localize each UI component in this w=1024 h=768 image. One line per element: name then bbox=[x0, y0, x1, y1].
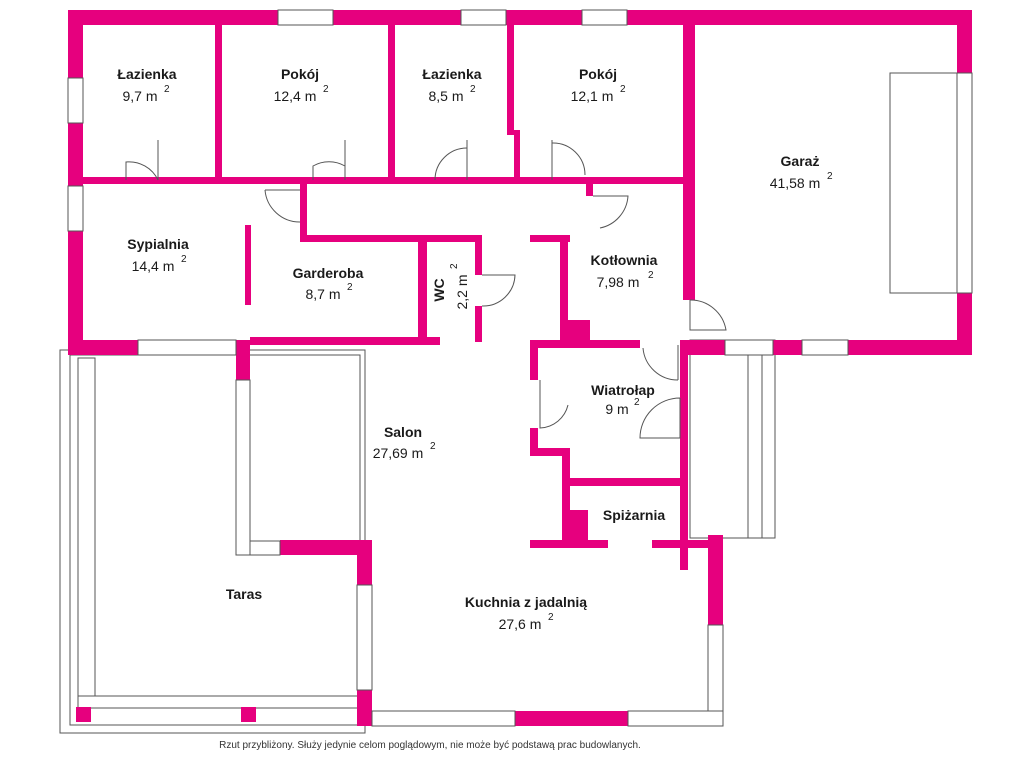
svg-text:41,58 m: 41,58 m bbox=[770, 175, 821, 191]
area-unit: m bbox=[602, 88, 614, 104]
area-unit: m bbox=[146, 88, 158, 104]
room-name: Łazienka bbox=[422, 66, 481, 82]
room-wiatrolap: Wiatrołap 9 m 2 bbox=[591, 382, 655, 417]
unit-exponent: 2 bbox=[548, 612, 554, 623]
unit-exponent: 2 bbox=[164, 84, 170, 95]
room-name: Pokój bbox=[579, 66, 617, 82]
room-name: Spiżarnia bbox=[603, 507, 665, 523]
room-garaz: Garaż 41,58 m 2 bbox=[770, 153, 833, 191]
room-garderoba: Garderoba 8,7 m 2 bbox=[293, 265, 364, 302]
room-kotlownia: Kotłownia 7,98 m 2 bbox=[591, 252, 658, 290]
room-name: Garaż bbox=[781, 153, 820, 169]
svg-text:7,98 m: 7,98 m bbox=[597, 274, 640, 290]
disclaimer-text: Rzut przybliżony. Służy jedynie celom po… bbox=[219, 740, 641, 751]
room-area: 27,6 bbox=[499, 616, 526, 632]
entrance-porch bbox=[689, 339, 776, 539]
area-unit: m bbox=[163, 258, 175, 274]
unit-exponent: 2 bbox=[470, 84, 476, 95]
unit-exponent: 2 bbox=[181, 254, 187, 265]
room-spizarnia: Spiżarnia bbox=[603, 507, 665, 523]
unit-exponent: 2 bbox=[827, 171, 833, 182]
svg-text:9 m: 9 m bbox=[605, 401, 628, 417]
garage-door bbox=[889, 72, 968, 294]
room-name: Pokój bbox=[281, 66, 319, 82]
unit-exponent: 2 bbox=[430, 441, 436, 452]
svg-text:2,2 m: 2,2 m bbox=[454, 274, 470, 309]
room-sypialnia: Sypialnia 14,4 m 2 bbox=[127, 236, 189, 274]
room-area: 9 bbox=[605, 401, 613, 417]
room-area: 12,1 bbox=[571, 88, 598, 104]
area-unit: m bbox=[628, 274, 640, 290]
svg-text:27,6 m: 27,6 m bbox=[499, 616, 542, 632]
unit-exponent: 2 bbox=[347, 282, 353, 293]
room-lazienka-1: Łazienka 9,7 m 2 bbox=[117, 66, 176, 104]
room-name: Sypialnia bbox=[127, 236, 189, 252]
room-pokoj-2: Pokój 12,1 m 2 bbox=[571, 66, 626, 104]
svg-text:14,4 m: 14,4 m bbox=[132, 258, 175, 274]
room-name: WC bbox=[431, 278, 447, 301]
svg-text:27,69 m: 27,69 m bbox=[373, 445, 424, 461]
room-area: 14,4 bbox=[132, 258, 159, 274]
room-area: 8,7 bbox=[305, 286, 325, 302]
room-area: 41,58 bbox=[770, 175, 805, 191]
room-lazienka-2: Łazienka 8,5 m 2 bbox=[422, 66, 481, 104]
unit-exponent: 2 bbox=[323, 84, 329, 95]
room-name: Taras bbox=[226, 586, 263, 602]
area-unit: m bbox=[454, 274, 470, 286]
area-unit: m bbox=[412, 445, 424, 461]
room-name: Kuchnia z jadalnią bbox=[465, 594, 587, 610]
room-area: 9,7 bbox=[122, 88, 142, 104]
room-taras: Taras bbox=[226, 586, 263, 602]
unit-exponent: 2 bbox=[648, 270, 654, 281]
windows bbox=[67, 9, 973, 727]
area-unit: m bbox=[530, 616, 542, 632]
svg-text:9,7 m: 9,7 m bbox=[122, 88, 157, 104]
unit-exponent: 2 bbox=[449, 263, 460, 269]
svg-text:8,5 m: 8,5 m bbox=[428, 88, 463, 104]
area-unit: m bbox=[329, 286, 341, 302]
unit-exponent: 2 bbox=[634, 397, 640, 408]
room-name: Kotłownia bbox=[591, 252, 658, 268]
area-unit: m bbox=[305, 88, 317, 104]
unit-exponent: 2 bbox=[620, 84, 626, 95]
room-name: Garderoba bbox=[293, 265, 364, 281]
room-area: 12,4 bbox=[274, 88, 301, 104]
area-unit: m bbox=[809, 175, 821, 191]
svg-text:8,7 m: 8,7 m bbox=[305, 286, 340, 302]
room-wc: WC bbox=[431, 278, 447, 301]
area-unit: m bbox=[617, 401, 629, 417]
room-area: 7,98 bbox=[597, 274, 624, 290]
room-area: 8,5 bbox=[428, 88, 448, 104]
room-name: Salon bbox=[384, 424, 422, 440]
room-area: 27,69 bbox=[373, 445, 408, 461]
room-wc-area: 2,2 m 2 bbox=[449, 263, 470, 310]
room-pokoj-1: Pokój 12,4 m 2 bbox=[274, 66, 329, 104]
room-kuchnia: Kuchnia z jadalnią 27,6 m 2 bbox=[465, 594, 587, 632]
room-name: Łazienka bbox=[117, 66, 176, 82]
room-area: 2,2 bbox=[454, 290, 470, 310]
svg-text:12,1 m: 12,1 m bbox=[571, 88, 614, 104]
doors bbox=[125, 140, 727, 439]
area-unit: m bbox=[452, 88, 464, 104]
room-salon: Salon 27,69 m 2 bbox=[373, 424, 436, 461]
room-name: Wiatrołap bbox=[591, 382, 655, 398]
svg-text:12,4 m: 12,4 m bbox=[274, 88, 317, 104]
